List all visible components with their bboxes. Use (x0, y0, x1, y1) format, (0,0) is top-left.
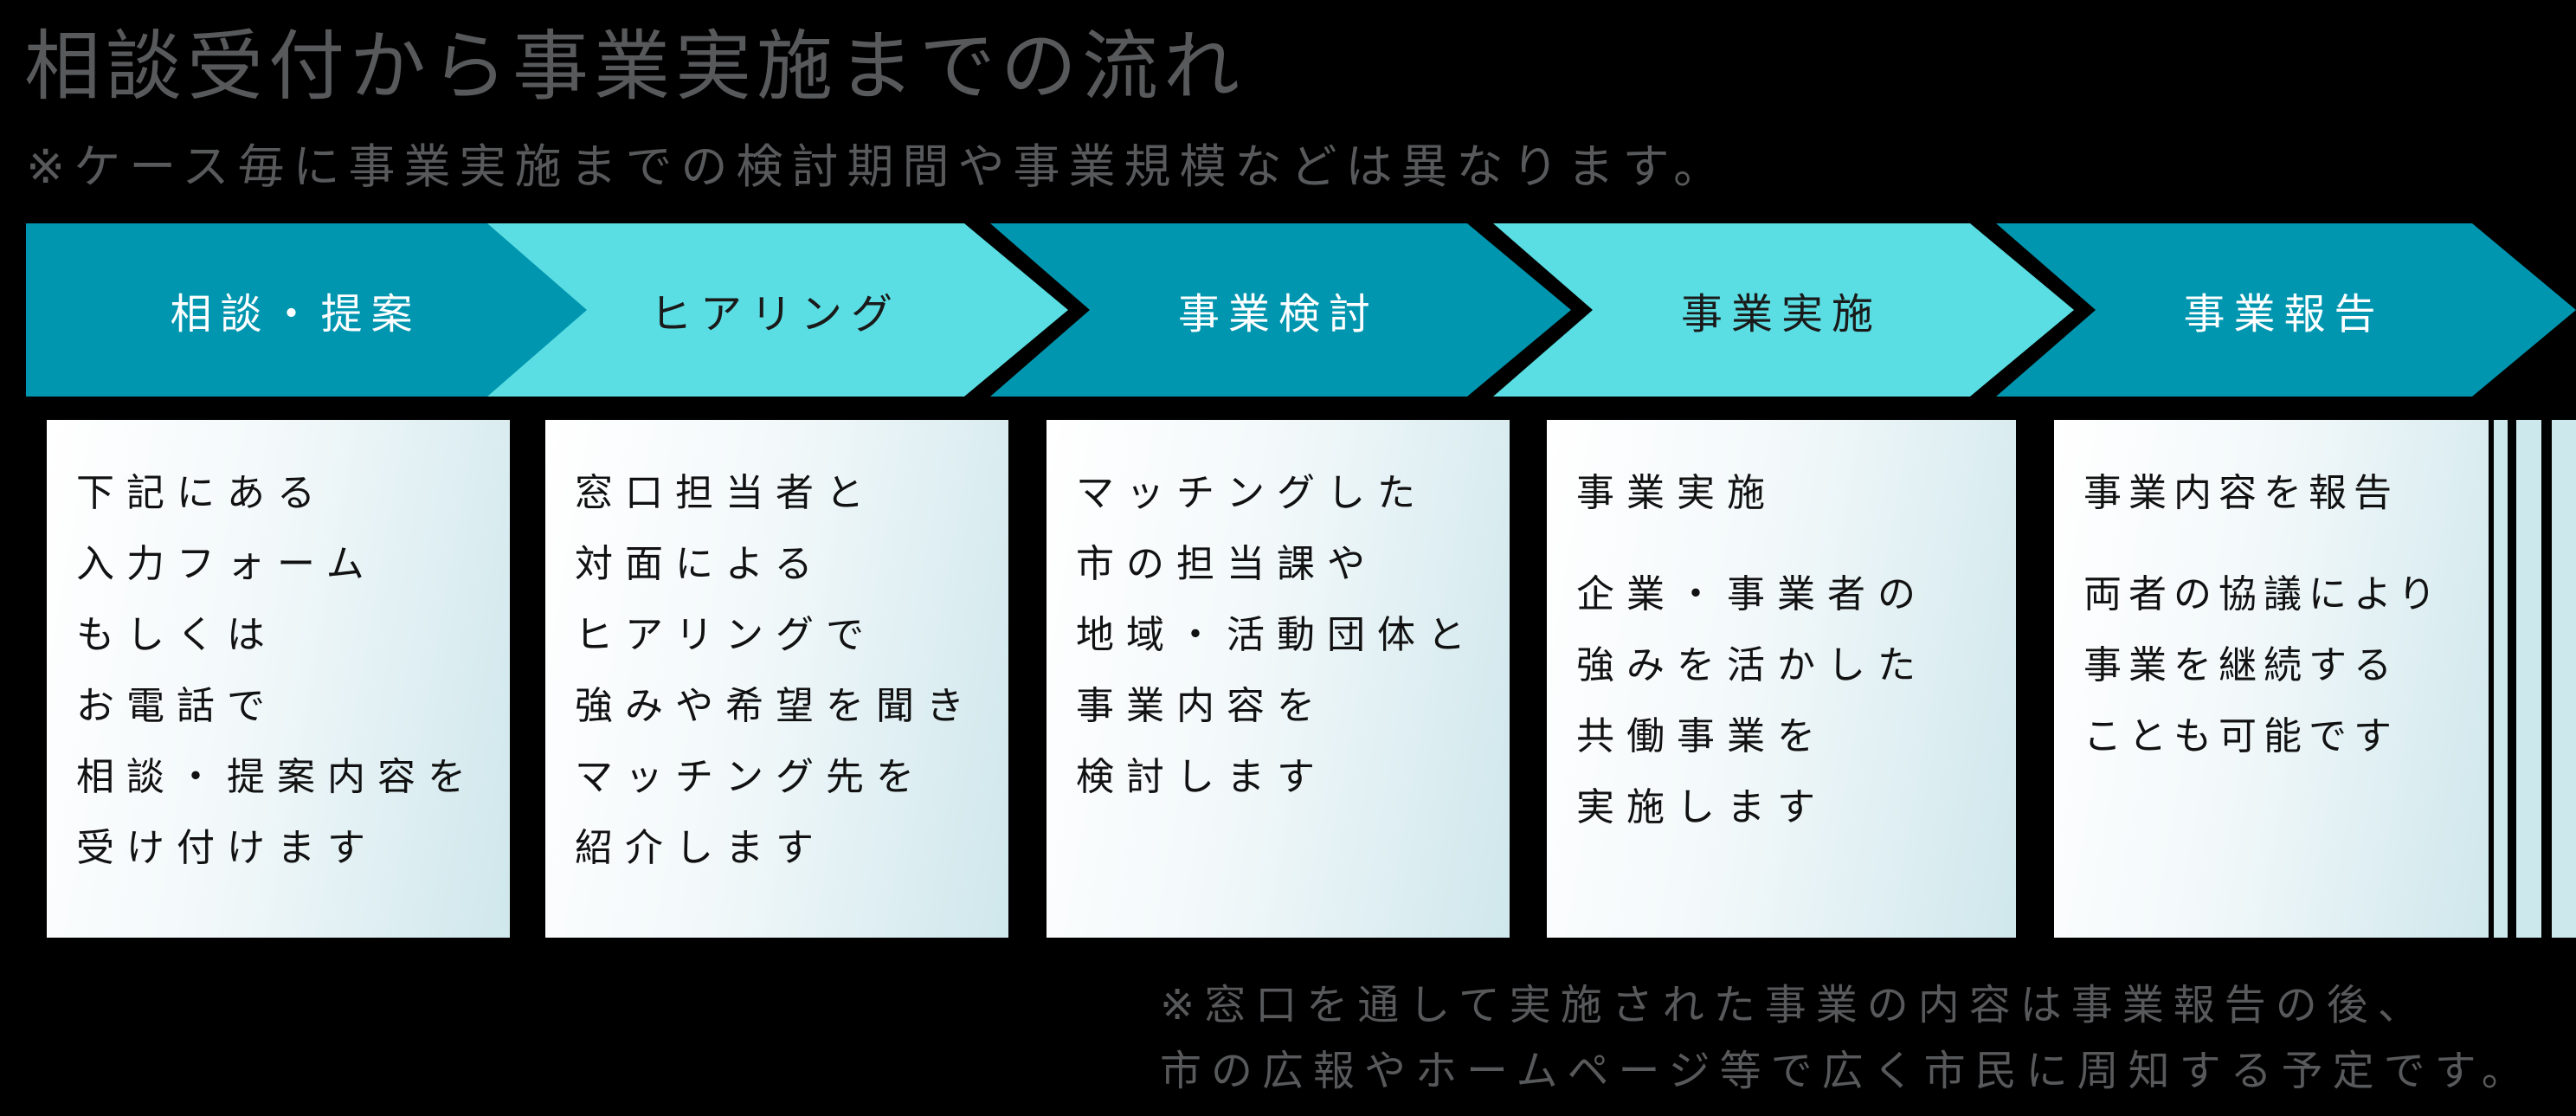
footnote-line: 市の広報やホームページ等で広く市民に周知する予定です。 (1160, 1048, 2533, 1094)
page-title: 相談受付から事業実施までの流れ (24, 23, 1246, 109)
step-card-review: マッチングした市の担当課や地域・活動団体と事業内容を検討します (1046, 420, 1510, 938)
footnote: ※窓口を通して実施された事業の内容は事業報告の後、 市の広報やホームページ等で広… (1160, 973, 2533, 1105)
edge-stripe (2516, 420, 2541, 938)
step-arrow-review: 事業検討 (990, 223, 1571, 397)
edge-stripe (2552, 420, 2576, 938)
step-card-implementation: 事業実施企業・事業者の強みを活かした共働事業を実施します (1547, 420, 2016, 938)
step-label: 事業実施 (1680, 292, 1882, 338)
step-label: 事業検討 (1177, 292, 1379, 338)
step-label: ヒアリング (649, 292, 901, 338)
step-card-consultation: 下記にある入力フォームもしくはお電話で相談・提案内容を受け付けます (47, 420, 510, 938)
footnote-line: ※窓口を通して実施された事業の内容は事業報告の後、 (1160, 983, 2429, 1029)
step-arrow-implementation: 事業実施 (1493, 223, 2074, 397)
step-arrow-report: 事業報告 (1996, 223, 2576, 397)
step-card-hearing: 窓口担当者と対面によるヒアリングで強みや希望を聞きマッチング先を紹介します (545, 420, 1008, 938)
process-flow-band: 相談・提案 ヒアリング 事業検討 事業実施 事業報告 (0, 223, 2576, 397)
page-subtitle: ※ケース毎に事業実施までの検討期間や事業規模などは異なります。 (26, 141, 1729, 193)
step-label: 事業報告 (2183, 292, 2385, 338)
step-card-report: 事業内容を報告両者の協議により事業を継続することも可能です (2054, 420, 2489, 938)
edge-stripe (2494, 420, 2508, 938)
step-label: 相談・提案 (170, 292, 422, 338)
